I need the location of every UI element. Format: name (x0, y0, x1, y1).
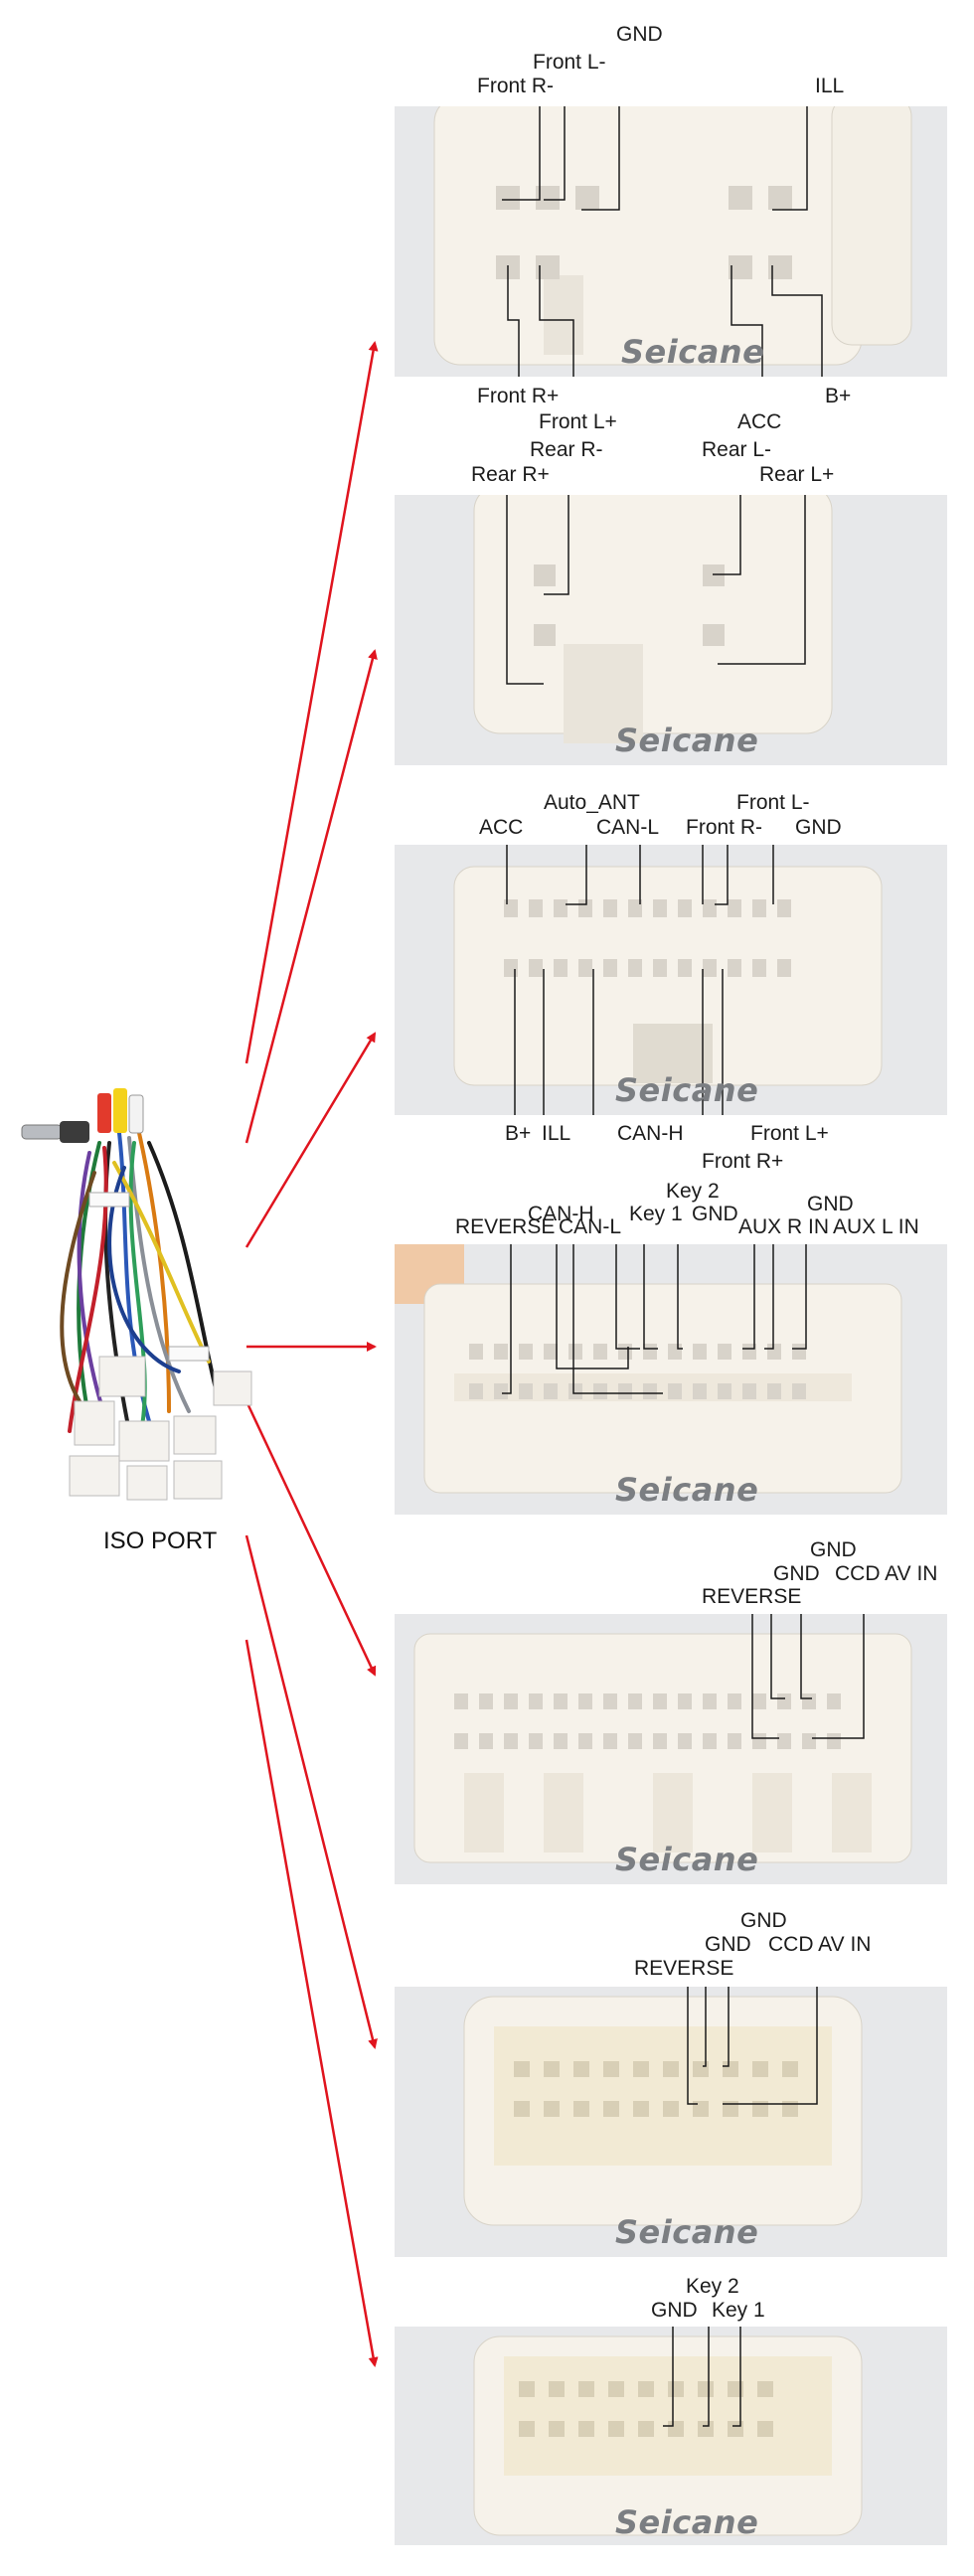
caption-iso-port: ISO PORT (103, 1528, 218, 1554)
label-gnd: GND (807, 1193, 854, 1215)
connector-body (433, 106, 912, 377)
label-can-l: CAN-L (596, 816, 660, 839)
label-reverse: REVERSE (455, 1215, 556, 1238)
label-b-plus: B+ (825, 385, 852, 407)
label-acc: ACC (737, 410, 782, 433)
label-aux-r-in: AUX R IN (738, 1215, 830, 1238)
label-aux-l-in: AUX L IN (833, 1215, 919, 1238)
watermark: Seicane (615, 722, 759, 759)
label-gnd: GND (651, 2299, 698, 2322)
watermark: Seicane (615, 1471, 759, 1509)
label-front-l-minus: Front L- (533, 51, 606, 74)
label-auto-ant: Auto_ANT (544, 791, 640, 814)
arrow-to-panel-1 (244, 341, 379, 1064)
connector-panel-4: Seicane (395, 1244, 947, 1515)
label-b-plus: B+ (505, 1122, 532, 1145)
label-front-r-plus: Front R+ (477, 385, 560, 407)
label-gnd: GND (795, 816, 842, 839)
connector-panel-2: Seicane (395, 495, 947, 765)
label-rear-l-minus: Rear L- (702, 438, 772, 461)
label-key-1: Key 1 (712, 2299, 765, 2322)
arrow-to-panel-3 (244, 1032, 377, 1248)
label-gnd: GND (810, 1538, 857, 1561)
label-reverse: REVERSE (702, 1585, 802, 1608)
watermark: Seicane (615, 1841, 759, 1878)
label-can-h: CAN-H (617, 1122, 684, 1145)
connector-panel-1: Seicane (395, 106, 947, 377)
label-key-2: Key 2 (686, 2275, 739, 2298)
watermark: Seicane (615, 2503, 759, 2541)
label-rear-r-plus: Rear R+ (471, 463, 550, 486)
watermark: Seicane (621, 333, 765, 371)
label-ccd-av-in: CCD AV IN (768, 1933, 872, 1956)
label-front-r-minus: Front R- (477, 75, 555, 97)
connector-body (413, 1614, 912, 1863)
connector-panel-3: Seicane (395, 845, 947, 1115)
watermark: Seicane (615, 1071, 759, 1109)
label-can-l: CAN-L (559, 1215, 622, 1238)
label-key-2: Key 2 (666, 1180, 720, 1203)
label-ill: ILL (815, 75, 845, 97)
label-gnd: GND (773, 1562, 820, 1585)
label-gnd: GND (705, 1933, 751, 1956)
label-rear-l-plus: Rear L+ (759, 463, 835, 486)
label-ccd-av-in: CCD AV IN (835, 1562, 938, 1585)
arrow-to-panel-7 (244, 1639, 379, 2367)
connector-body (453, 845, 883, 1115)
label-reverse: REVERSE (634, 1957, 734, 1980)
watermark: Seicane (615, 2213, 759, 2251)
label-front-l-plus: Front L+ (750, 1122, 829, 1145)
label-front-l-plus: Front L+ (539, 410, 617, 433)
label-gnd: GND (616, 23, 663, 46)
arrow-to-panel-2 (244, 649, 378, 1144)
label-can-h: CAN-H (528, 1203, 594, 1225)
label-front-l-minus: Front L- (736, 791, 810, 814)
connector-panel-7: Seicane (395, 2327, 947, 2545)
label-gnd: GND (740, 1909, 787, 1932)
connector-body (463, 1987, 863, 2226)
connector-panel-6: Seicane (395, 1987, 947, 2257)
arrow-to-panel-6 (244, 1534, 378, 2049)
label-rear-r-minus: Rear R- (530, 438, 603, 461)
connector-panel-5: Seicane (395, 1614, 947, 1884)
label-front-r-minus: Front R- (686, 816, 763, 839)
label-gnd: GND (692, 1203, 738, 1225)
connector-body (473, 495, 833, 743)
arrow-to-panel-5 (244, 1400, 377, 1677)
label-ill: ILL (542, 1122, 571, 1145)
connector-body (473, 2327, 863, 2536)
connector-body (395, 1244, 902, 1494)
label-front-r-plus: Front R+ (702, 1150, 784, 1173)
label-acc: ACC (479, 816, 524, 839)
label-key-1: Key 1 (629, 1203, 683, 1225)
iso-harness-image (21, 1088, 252, 1501)
